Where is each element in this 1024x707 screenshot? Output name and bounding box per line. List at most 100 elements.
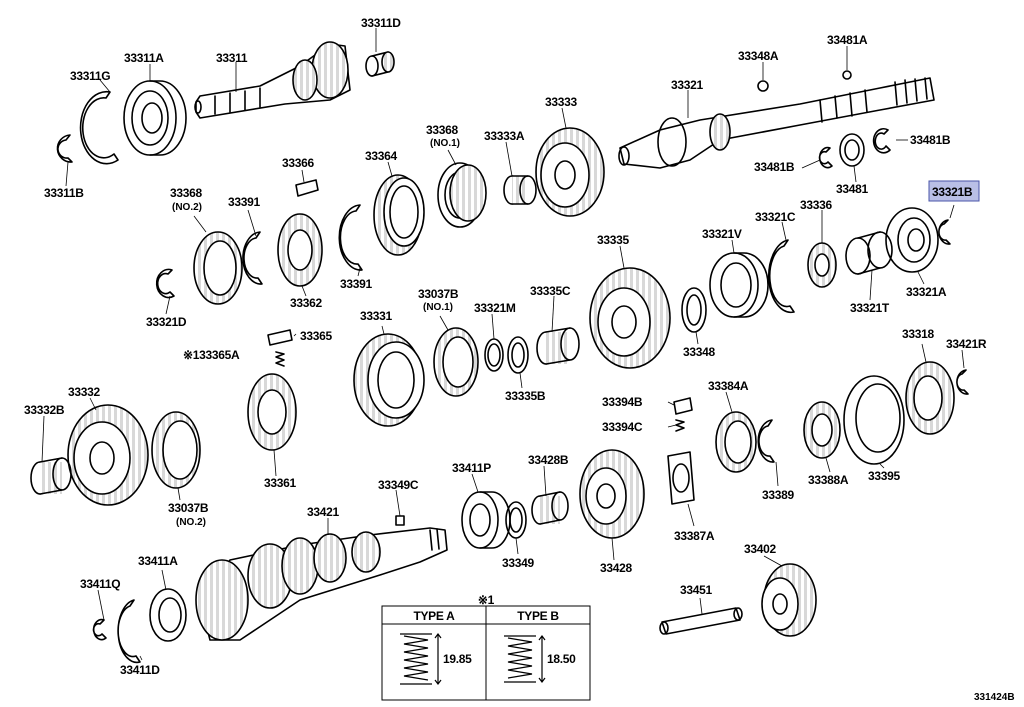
needle-bearing-33332b[interactable] — [30, 457, 72, 495]
label-33481a[interactable]: 33481A — [827, 33, 868, 47]
snap-ring-33311g[interactable] — [79, 90, 119, 165]
input-shaft-33311[interactable] — [194, 41, 351, 119]
bearing-33321a[interactable] — [885, 207, 939, 273]
reverse-idler-gear-33402[interactable] — [761, 563, 817, 637]
key-33365[interactable] — [267, 329, 293, 346]
snap-ring-33321b[interactable] — [938, 219, 951, 245]
label-33365[interactable]: 33365 — [300, 329, 333, 343]
label-33364[interactable]: 33364 — [365, 149, 398, 163]
label-33321v[interactable]: 33321V — [702, 227, 742, 241]
label-33481[interactable]: 33481 — [836, 182, 869, 196]
label-33037b-no1[interactable]: 33037B — [418, 287, 459, 301]
label-33348a[interactable]: 33348A — [738, 49, 779, 63]
label-33368-no2[interactable]: 33368 — [170, 186, 203, 200]
snap-ring-33311b[interactable] — [56, 134, 73, 163]
gear-33332[interactable] — [67, 404, 149, 506]
bearing-33481[interactable] — [839, 133, 865, 167]
snap-ring-33421r[interactable] — [956, 369, 969, 395]
label-33348[interactable]: 33348 — [683, 345, 716, 359]
spacer-33335b[interactable] — [507, 336, 529, 374]
needle-bearing-33428b[interactable] — [531, 491, 569, 525]
label-33321t[interactable]: 33321T — [850, 301, 890, 315]
label-33333[interactable]: 33333 — [545, 95, 578, 109]
label-33332b[interactable]: 33332B — [24, 403, 65, 417]
label-33311[interactable]: 33311 — [216, 51, 248, 65]
needle-bearing-33335c[interactable] — [536, 327, 580, 365]
pin-33349c[interactable] — [395, 515, 405, 526]
synchronizer-ring-33037b-no2[interactable] — [151, 411, 201, 489]
bearing-33311a[interactable] — [123, 80, 187, 156]
label-33321m[interactable]: 33321M — [474, 301, 516, 315]
snap-ring-33411d[interactable] — [117, 599, 141, 664]
label-33421r[interactable]: 33421R — [946, 337, 987, 351]
reverse-shaft-33451[interactable] — [659, 607, 743, 635]
label-33321[interactable]: 33321 — [671, 78, 704, 92]
sleeve-33395[interactable] — [843, 375, 905, 465]
needle-bearing-33333a[interactable] — [503, 175, 537, 205]
hub-33361[interactable] — [247, 373, 297, 451]
label-33402[interactable]: 33402 — [744, 542, 777, 556]
label-33335b[interactable]: 33335B — [505, 389, 546, 403]
plate-33387a[interactable] — [667, 451, 695, 505]
synchronizer-ring-33037b-no1[interactable] — [433, 327, 479, 397]
gear-33318[interactable] — [905, 361, 955, 435]
label-33311a[interactable]: 33311A — [124, 51, 165, 65]
key-spring-33391-right[interactable] — [338, 204, 363, 271]
label-33335c[interactable]: 33335C — [530, 284, 571, 298]
label-33311g[interactable]: 33311G — [70, 69, 111, 83]
washer-33348[interactable] — [681, 287, 707, 333]
gear-33335[interactable] — [589, 267, 671, 369]
label-33395[interactable]: 33395 — [868, 469, 901, 483]
label-33321a[interactable]: 33321A — [906, 285, 947, 299]
label-33362[interactable]: 33362 — [290, 296, 323, 310]
label-33349[interactable]: 33349 — [502, 556, 535, 570]
synchronizer-ring-33368-no1[interactable] — [437, 162, 487, 228]
label-33037b-no2[interactable]: 33037B — [168, 501, 209, 515]
label-33411q[interactable]: 33411Q — [80, 577, 121, 591]
snap-ring-33481b-right[interactable] — [872, 127, 891, 154]
label-33388a[interactable]: 33388A — [808, 473, 849, 487]
hub-33388a[interactable] — [803, 401, 841, 459]
spring-33365a[interactable] — [275, 351, 285, 367]
label-33332[interactable]: 33332 — [68, 385, 101, 399]
snap-ring-33481b-left[interactable] — [818, 146, 833, 169]
label-33311b[interactable]: 33311B — [44, 186, 85, 200]
label-33361[interactable]: 33361 — [264, 476, 297, 490]
needle-bearing-33311d[interactable] — [365, 51, 395, 77]
snap-ring-33321c[interactable] — [768, 239, 795, 314]
label-33411d[interactable]: 33411D — [120, 663, 161, 677]
label-33421[interactable]: 33421 — [307, 505, 340, 519]
label-33349c[interactable]: 33349C — [378, 478, 419, 492]
output-shaft-33321[interactable] — [618, 77, 935, 169]
sleeve-33364[interactable] — [373, 174, 425, 256]
label-33336[interactable]: 33336 — [800, 198, 833, 212]
snap-ring-33411q[interactable] — [92, 618, 107, 641]
washer-33349[interactable] — [505, 501, 527, 539]
spacer-33321t[interactable] — [845, 231, 893, 275]
counter-shaft-33421[interactable] — [195, 527, 448, 641]
bearing-33411p[interactable] — [461, 491, 511, 549]
sleeve-33331[interactable] — [353, 333, 425, 427]
label-33411p[interactable]: 33411P — [452, 461, 492, 475]
label-33387a[interactable]: 33387A — [674, 529, 715, 543]
label-33391-right[interactable]: 33391 — [340, 277, 373, 291]
label-33451[interactable]: 33451 — [680, 583, 713, 597]
label-33394c[interactable]: 33394C — [602, 420, 643, 434]
label-33481b-right[interactable]: 33481B — [910, 133, 951, 147]
label-33366[interactable]: 33366 — [282, 156, 315, 170]
label-33391-left[interactable]: 33391 — [228, 195, 261, 209]
label-33411a[interactable]: 33411A — [138, 554, 179, 568]
gear-33333[interactable] — [535, 127, 605, 217]
label-33335[interactable]: 33335 — [597, 233, 630, 247]
key-spring-33391-left[interactable] — [242, 231, 263, 285]
gear-33428[interactable] — [579, 449, 645, 539]
key-33394b[interactable] — [673, 397, 693, 415]
hub-33362[interactable] — [277, 213, 323, 287]
synchronizer-ring-33368-no2[interactable] — [193, 231, 243, 305]
label-33384a[interactable]: 33384A — [708, 379, 749, 393]
key-spring-33389[interactable] — [757, 419, 775, 463]
label-33321d[interactable]: 33321D — [146, 315, 187, 329]
bearing-33321v[interactable] — [709, 252, 769, 318]
label-33321c[interactable]: 33321C — [755, 210, 796, 224]
label-33428b[interactable]: 33428B — [528, 453, 569, 467]
